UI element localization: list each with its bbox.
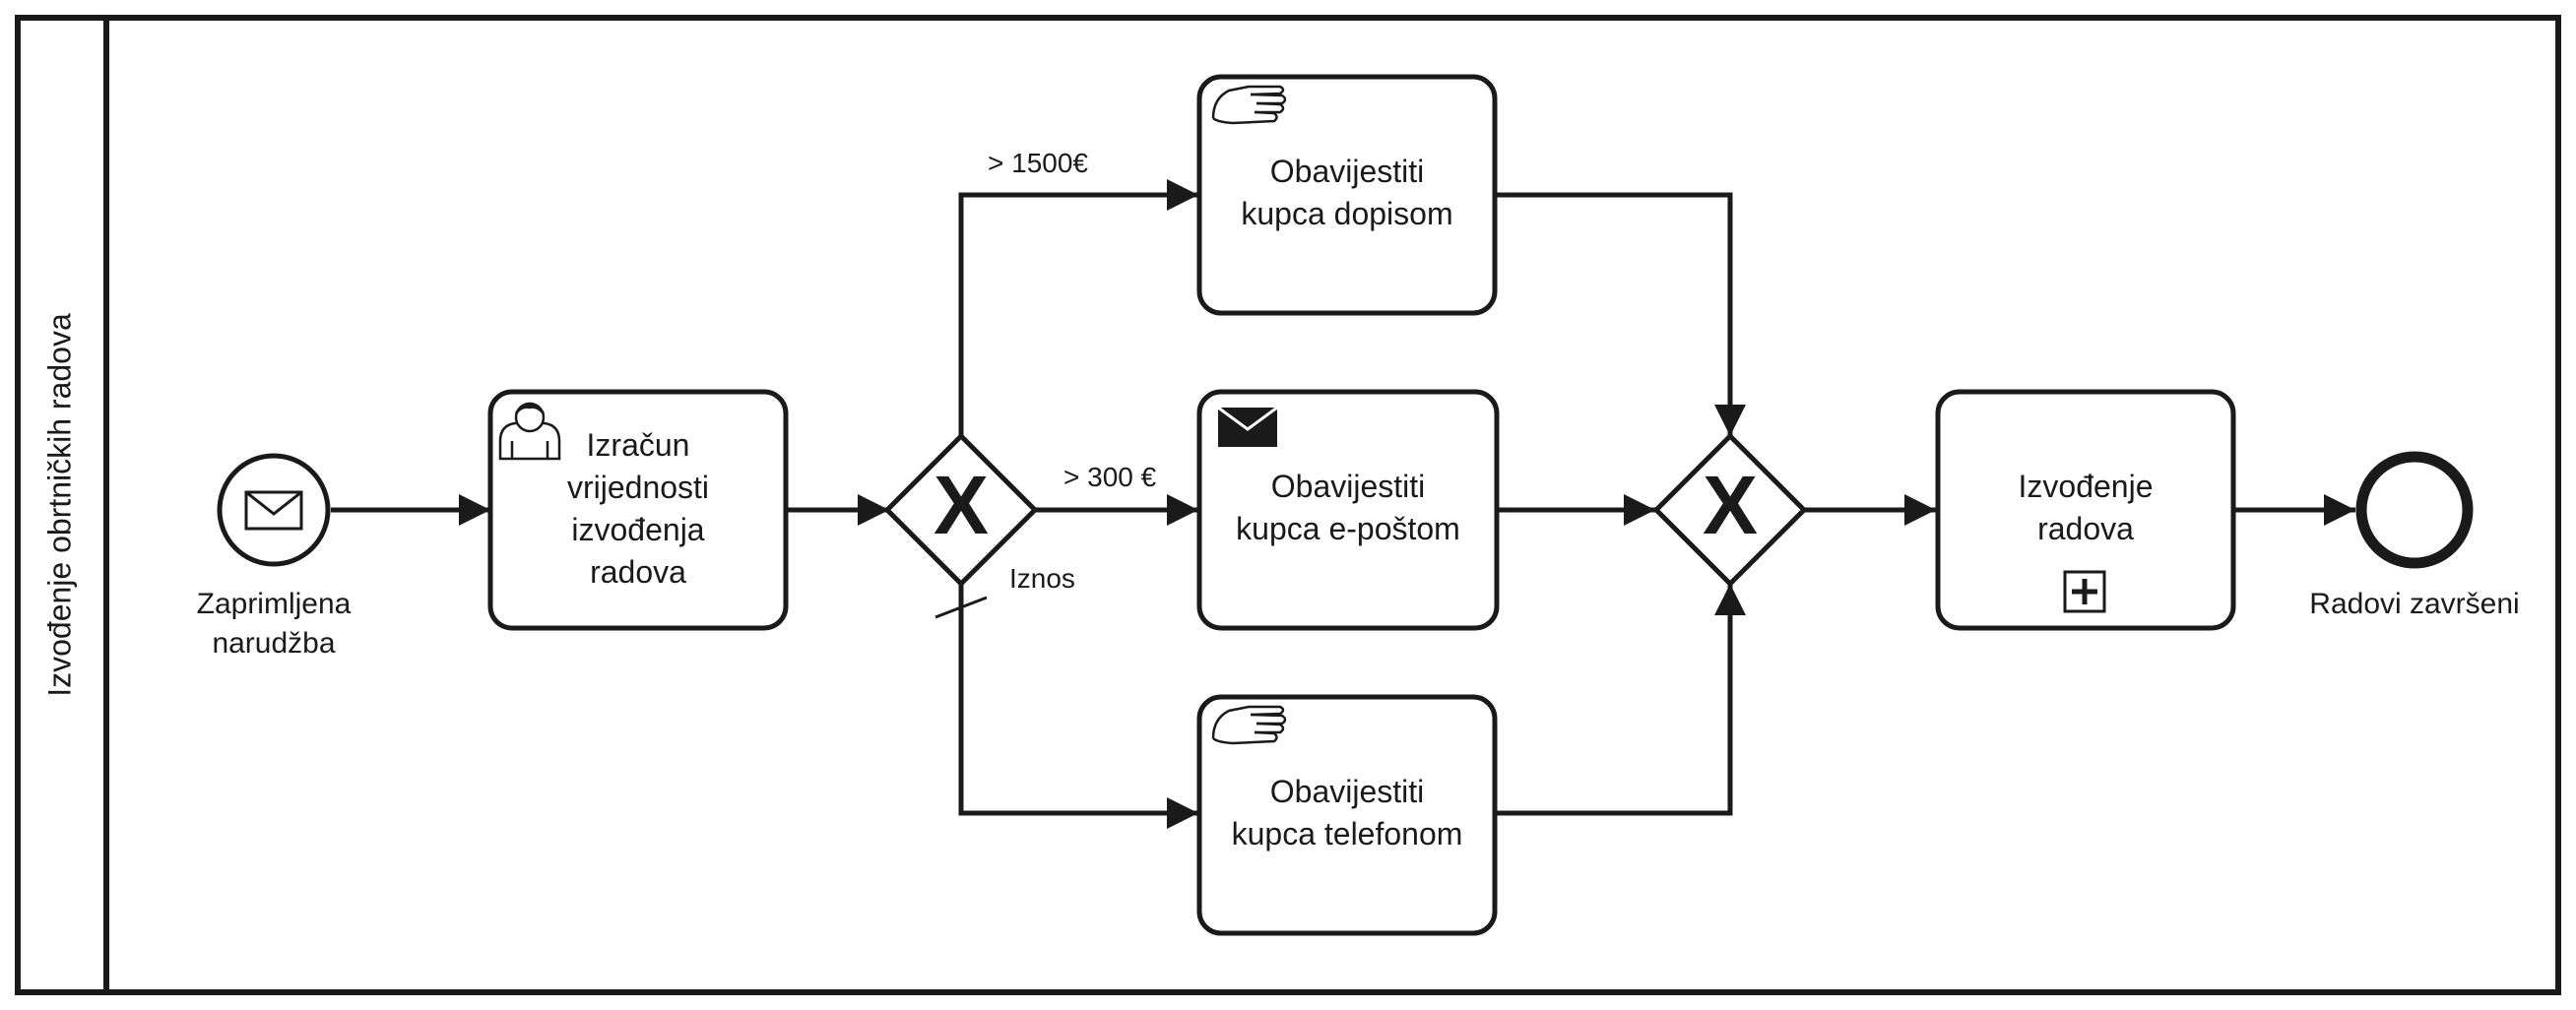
flow-split-to-letter[interactable]: [958, 179, 1198, 436]
task-email-box: [1196, 389, 1500, 631]
task-email-line-1: Obavijestiti: [1271, 469, 1426, 504]
task-email-line-2: kupca e-poštom: [1236, 511, 1460, 546]
gateway-merge[interactable]: X: [1652, 432, 1808, 588]
condition-high: > 1500€: [988, 148, 1088, 178]
condition-mid: > 300 €: [1063, 462, 1157, 492]
condition-default: Iznos: [1009, 563, 1075, 594]
default-flow-slash: [934, 596, 988, 619]
task-phone-box: [1196, 694, 1498, 936]
plus-marker-icon[interactable]: [2063, 570, 2106, 613]
lane-label: Izvođenje obrtničkih radova: [41, 313, 77, 697]
subprocess-works-box: [1935, 389, 2236, 631]
hand-icon: [1211, 85, 1287, 125]
end-event-circle: [2355, 451, 2474, 569]
task-calculation-line-2: vrijednosti: [567, 470, 709, 505]
start-event-label-line-1: Zaprimljena: [197, 588, 352, 620]
task-phone-line-2: kupca telefonom: [1232, 816, 1463, 852]
task-calculation-line-3: izvođenja: [571, 512, 704, 547]
task-phone-line-1: Obavijestiti: [1270, 774, 1425, 809]
end-event[interactable]: Radovi završeni: [2309, 451, 2520, 620]
flow-split-to-phone[interactable]: [958, 584, 1198, 829]
start-event-label-line-2: narudžba: [212, 627, 335, 660]
task-calculation[interactable]: Izračun vrijednosti izvođenja radova: [487, 389, 789, 631]
sequence-flows: [331, 179, 2355, 829]
user-icon: [498, 402, 561, 461]
gateway-merge-diamond: [1652, 432, 1808, 588]
gateway-split[interactable]: X: [883, 432, 1039, 588]
task-letter[interactable]: Obavijestiti kupca dopisom: [1196, 74, 1498, 316]
subprocess-works[interactable]: Izvođenje radova: [1935, 389, 2236, 631]
end-event-label: Radovi završeni: [2309, 588, 2519, 620]
task-calculation-box: [487, 389, 789, 631]
subprocess-works-line-2: radova: [2037, 511, 2134, 546]
task-letter-line-1: Obavijestiti: [1270, 154, 1425, 189]
envelope-icon: [244, 490, 303, 531]
envelope-icon: [1217, 406, 1278, 447]
task-phone[interactable]: Obavijestiti kupca telefonom: [1196, 694, 1498, 936]
start-event[interactable]: Zaprimljena narudžba: [197, 453, 352, 660]
gateway-split-x-icon: X: [934, 459, 989, 551]
flow-phone-to-merge[interactable]: [1497, 584, 1746, 816]
task-letter-box: [1196, 74, 1498, 316]
flow-letter-to-merge[interactable]: [1497, 192, 1746, 436]
task-calculation-line-1: Izračun: [587, 427, 690, 463]
task-letter-line-2: kupca dopisom: [1241, 196, 1452, 231]
subprocess-works-line-1: Izvođenje: [2019, 469, 2154, 504]
gateway-merge-x-icon: X: [1703, 459, 1758, 551]
hand-icon: [1211, 705, 1287, 745]
task-calculation-line-4: radova: [590, 554, 686, 590]
gateway-split-diamond: [883, 432, 1039, 588]
task-email[interactable]: Obavijestiti kupca e-poštom: [1196, 389, 1500, 631]
